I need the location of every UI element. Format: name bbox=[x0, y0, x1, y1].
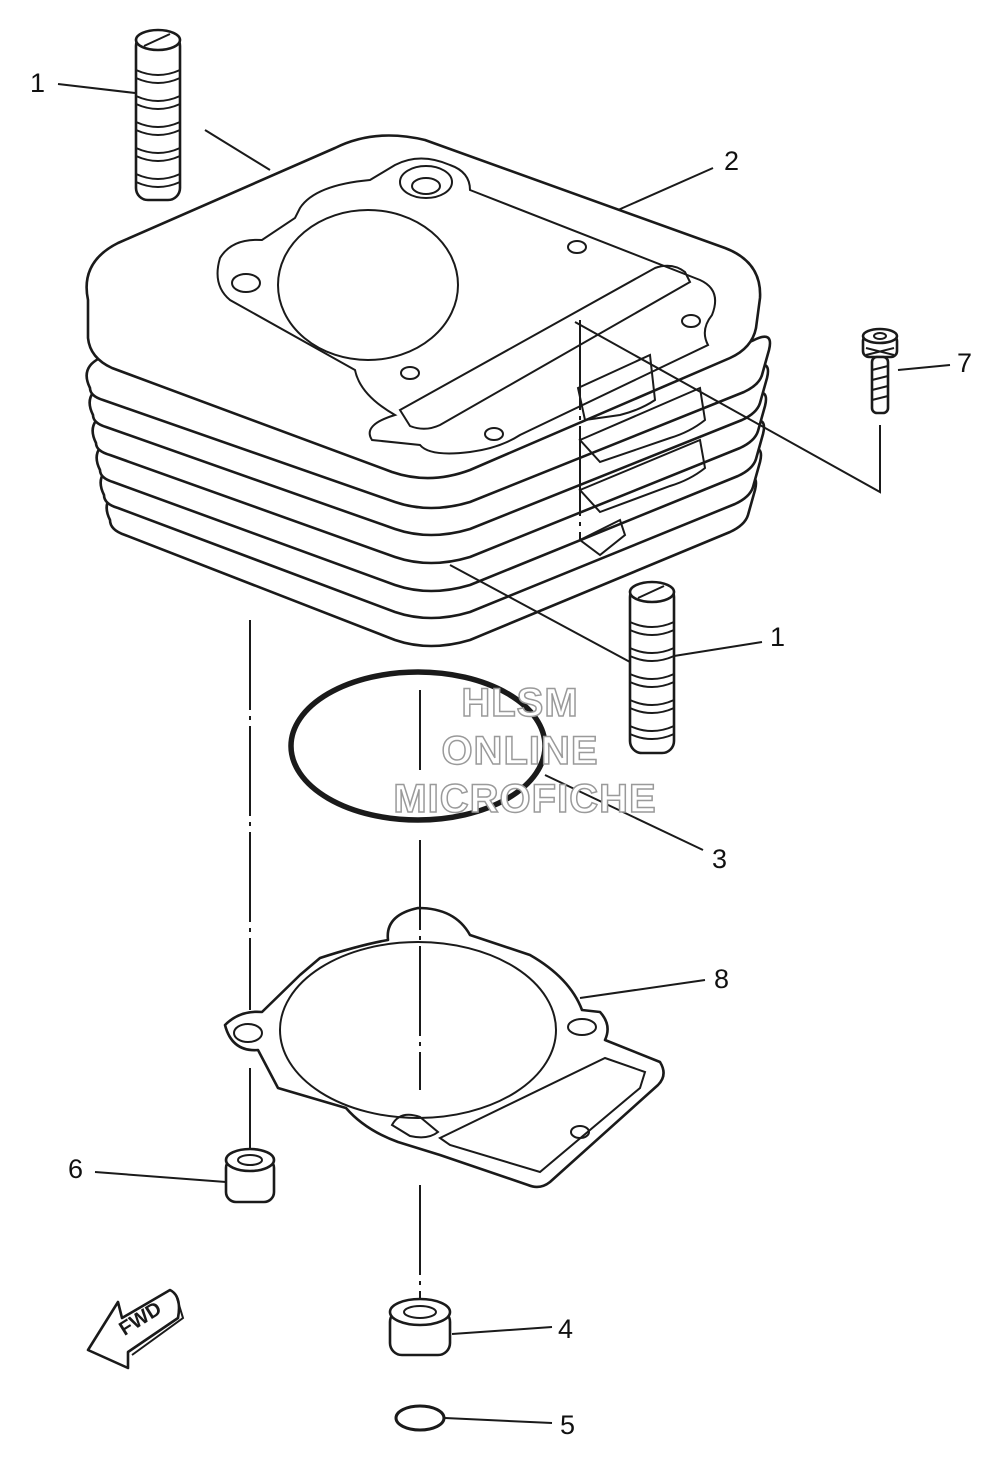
watermark-line-3: MICROFICHE bbox=[393, 777, 657, 821]
collar-4 bbox=[388, 1297, 452, 1357]
fwd-arrow-icon bbox=[86, 1288, 185, 1370]
watermark-line-1: HLSM bbox=[461, 681, 579, 725]
o-ring-5 bbox=[394, 1404, 446, 1432]
callout-1-dowel-upper: 1 bbox=[30, 68, 46, 98]
callout-2-cylinder: 2 bbox=[724, 146, 740, 176]
watermark-line-2: ONLINE bbox=[441, 729, 599, 773]
callout-1-dowel-lower: 1 bbox=[770, 622, 786, 652]
callout-6-dowel: 6 bbox=[68, 1154, 84, 1184]
dowel-pin-lower bbox=[628, 580, 676, 755]
dowel-pin-upper bbox=[134, 28, 182, 202]
bolt-7 bbox=[861, 327, 899, 415]
callout-8-gasket: 8 bbox=[714, 964, 730, 994]
callout-7-bolt: 7 bbox=[957, 348, 973, 378]
base-gasket bbox=[223, 906, 665, 1189]
callout-3-o-ring: 3 bbox=[712, 844, 728, 874]
o-ring-3 bbox=[288, 669, 548, 823]
callout-5-o-ring: 5 bbox=[560, 1410, 576, 1440]
callout-4-collar: 4 bbox=[558, 1314, 574, 1344]
dowel-6 bbox=[224, 1147, 276, 1204]
cylinder-block bbox=[85, 134, 772, 648]
